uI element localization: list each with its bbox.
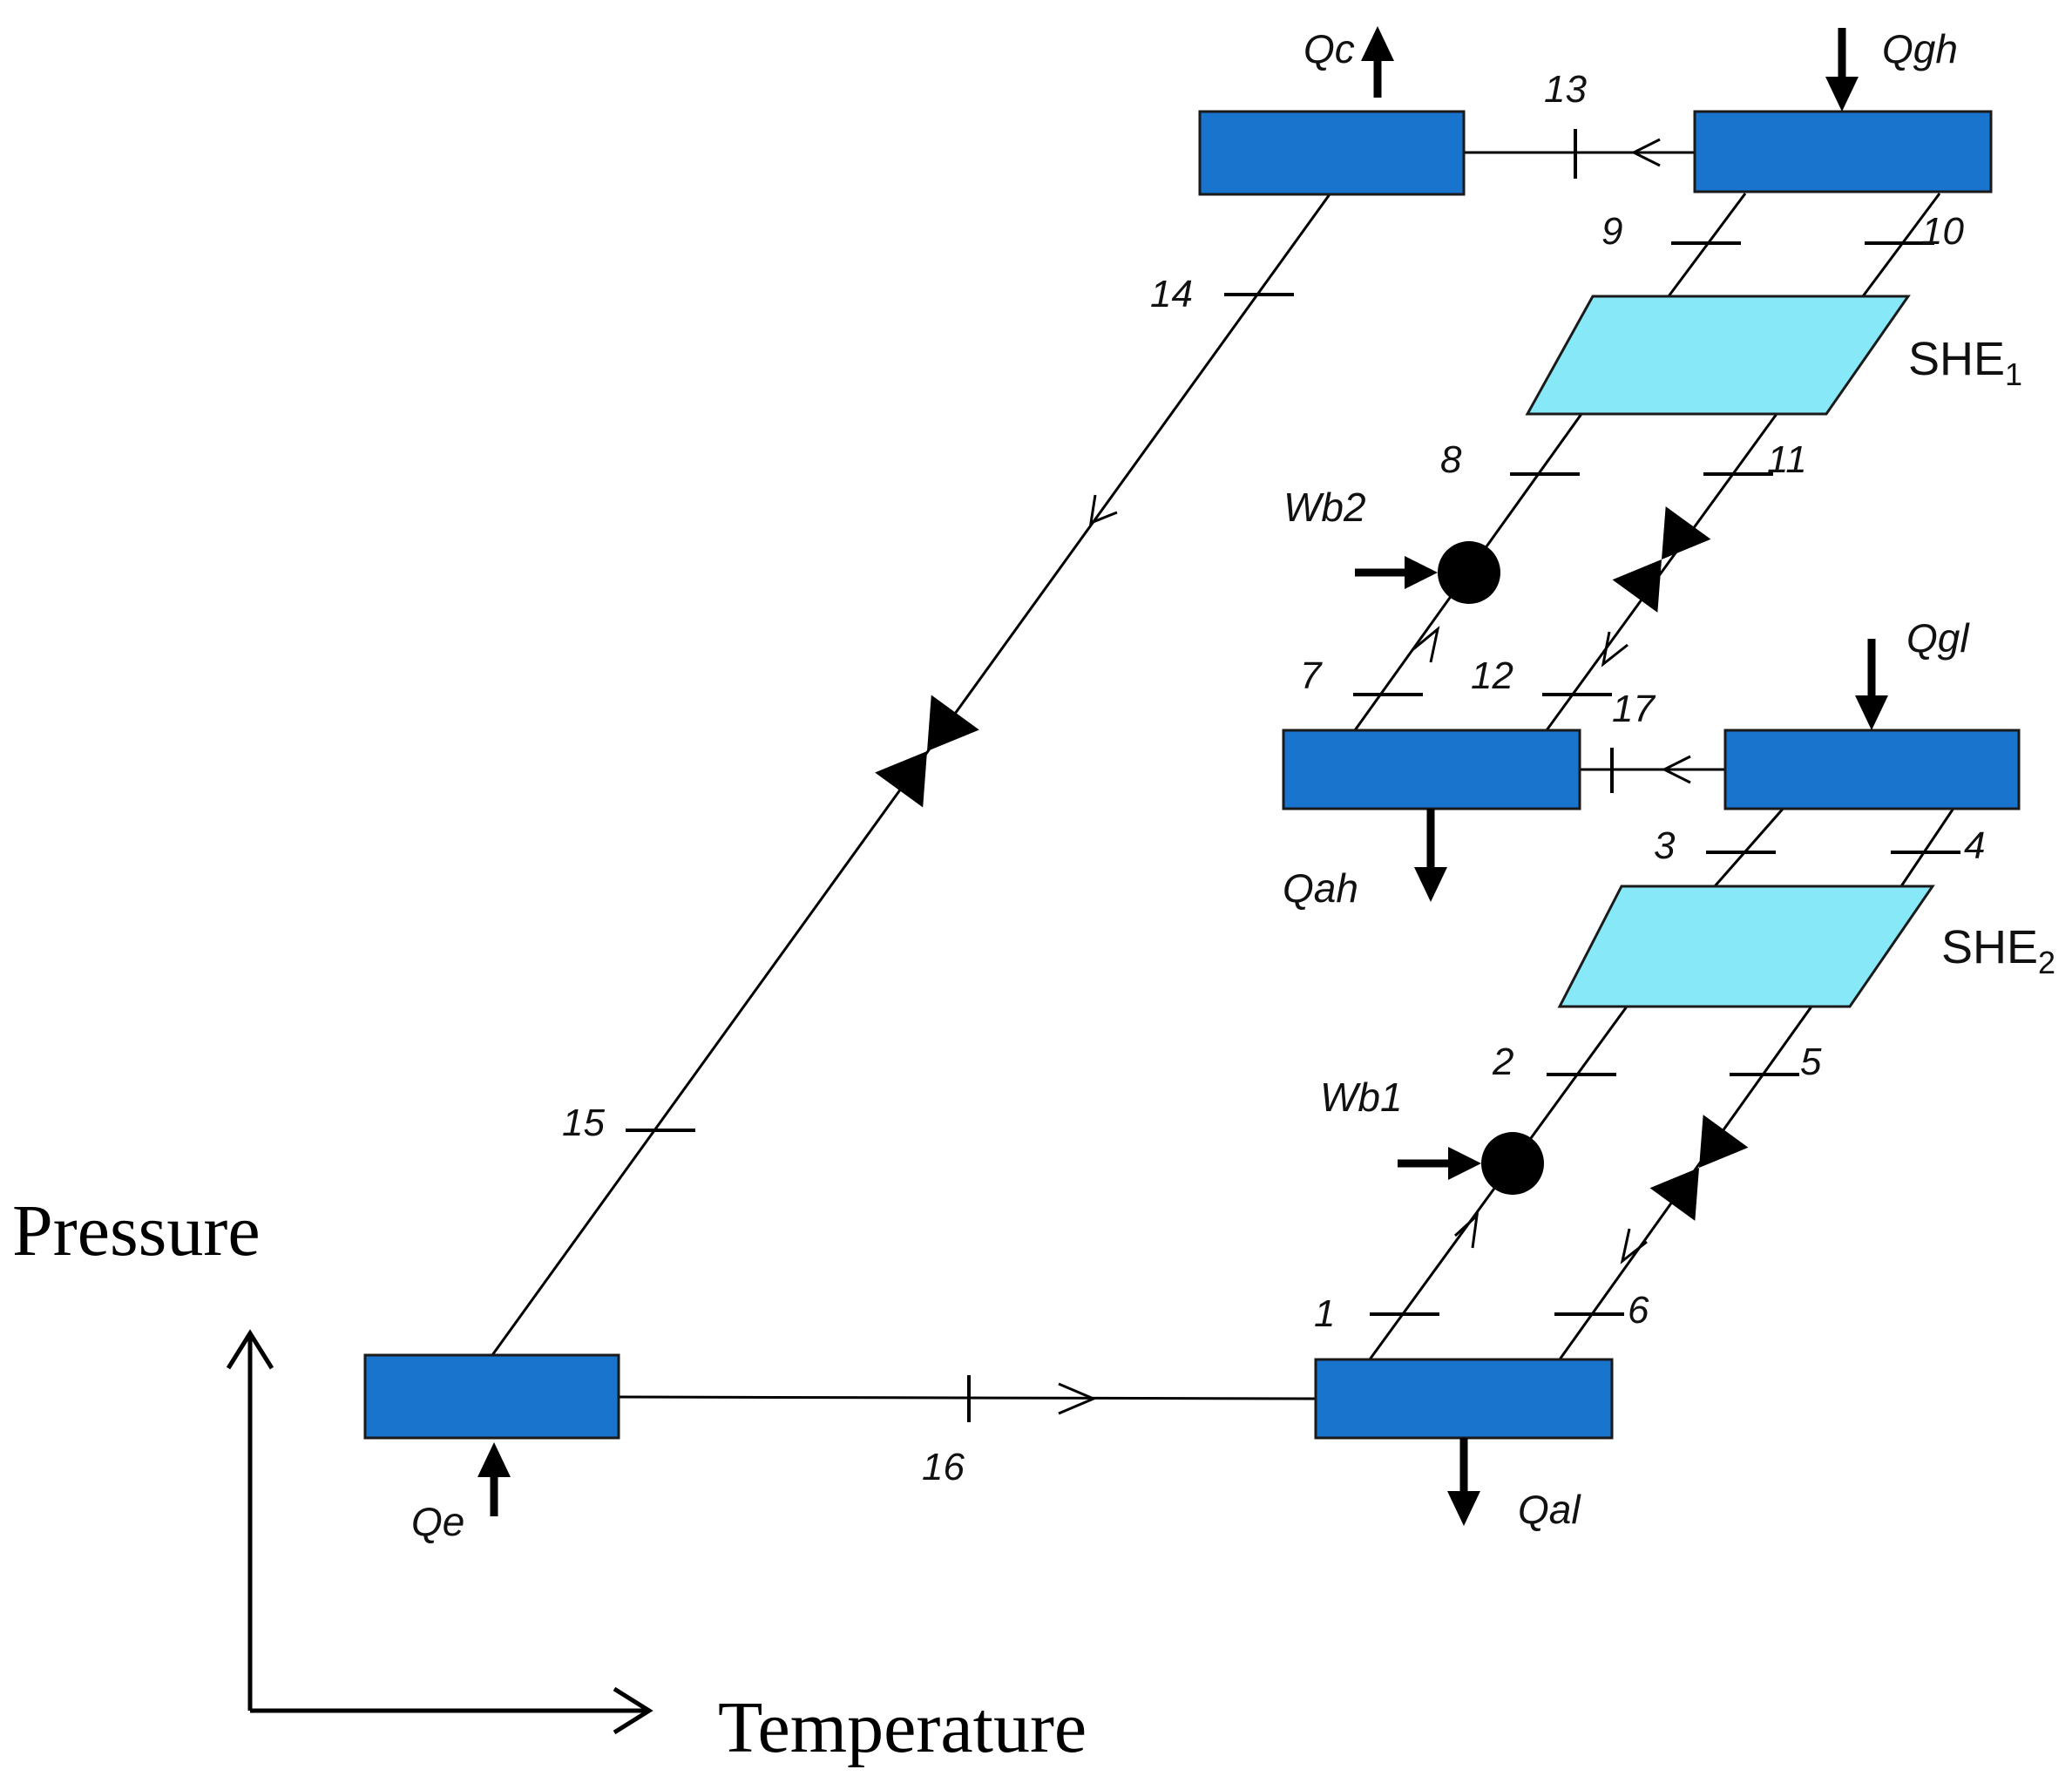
state-label-4: 4 xyxy=(1964,824,1985,867)
label-wb2: Wb2 xyxy=(1283,485,1366,530)
qah-arrow-icon xyxy=(1414,867,1447,902)
state-label-17: 17 xyxy=(1612,688,1656,730)
line-1-arrow-icon xyxy=(1453,1212,1480,1249)
line-13-arrow-icon xyxy=(1630,138,1661,167)
pump-b1-icon xyxy=(1481,1132,1544,1195)
absorber-high-box xyxy=(1282,729,1581,810)
pump-b2-icon xyxy=(1438,541,1500,604)
label-qah: Qah xyxy=(1283,865,1358,911)
state-label-16: 16 xyxy=(922,1446,965,1488)
heat-flow-arrows xyxy=(477,26,1888,1526)
generator-low-box xyxy=(1723,729,2021,810)
absorber-low-box xyxy=(1314,1358,1614,1440)
heat-flow-labels: Qc Qgh Qgl Qah Qe Qal xyxy=(411,26,1970,1544)
expansion-valves xyxy=(875,506,1749,1221)
she1-heat-exchanger xyxy=(1525,295,1911,416)
label-qgh: Qgh xyxy=(1882,26,1958,71)
state-label-5: 5 xyxy=(1800,1041,1822,1083)
line-4 xyxy=(1899,806,1956,887)
state-label-11: 11 xyxy=(1767,438,1807,481)
state-label-15: 15 xyxy=(562,1102,605,1144)
state-label-14: 14 xyxy=(1150,273,1193,315)
state-label-10: 10 xyxy=(1921,210,1964,253)
qc-arrow-icon xyxy=(1361,26,1394,61)
state-label-2: 2 xyxy=(1492,1041,1513,1083)
qe-arrow-icon xyxy=(477,1442,511,1477)
pumps xyxy=(1355,541,1544,1195)
line-11-12 xyxy=(1545,413,1778,731)
line-6-arrow-icon xyxy=(1620,1228,1648,1264)
label-she1: SHE1 xyxy=(1908,333,2022,392)
state-label-7: 7 xyxy=(1300,654,1323,697)
state-label-8: 8 xyxy=(1440,438,1462,481)
label-qe: Qe xyxy=(411,1499,464,1544)
temperature-axis-arrow-icon xyxy=(613,1686,653,1735)
line-16-arrow-icon xyxy=(1058,1382,1097,1415)
state-point-labels: 1 2 3 4 5 6 7 8 9 10 11 12 13 14 15 16 1… xyxy=(562,68,1985,1488)
line-3 xyxy=(1713,806,1786,887)
state-label-6: 6 xyxy=(1628,1289,1649,1332)
line-17-arrow-icon xyxy=(1661,755,1691,784)
work-b2-arrow-icon xyxy=(1405,556,1438,589)
solution-valve-lower-icon xyxy=(1649,1115,1749,1221)
pressure-axis-label: Pressure xyxy=(12,1190,261,1271)
refrigerant-valve-icon xyxy=(875,695,979,808)
state-label-9: 9 xyxy=(1601,210,1622,253)
condenser-box xyxy=(1198,110,1466,196)
label-wb1: Wb1 xyxy=(1320,1075,1403,1120)
line-12-arrow-icon xyxy=(1601,631,1628,668)
qgl-arrow-icon xyxy=(1855,695,1888,730)
state-label-1: 1 xyxy=(1314,1292,1335,1335)
temperature-axis-label: Temperature xyxy=(718,1687,1087,1768)
line-14-arrow-icon xyxy=(1089,494,1118,525)
label-she2: SHE2 xyxy=(1941,921,2055,980)
qgh-arrow-icon xyxy=(1825,77,1859,112)
evaporator-box xyxy=(363,1353,620,1440)
state-label-12: 12 xyxy=(1471,654,1513,697)
generator-high-box xyxy=(1693,110,1993,193)
qal-arrow-icon xyxy=(1447,1491,1480,1526)
label-qc: Qc xyxy=(1303,26,1355,71)
solution-valve-upper-icon xyxy=(1612,506,1711,613)
pressure-axis-arrow-icon xyxy=(226,1329,274,1370)
she2-heat-exchanger xyxy=(1557,885,1935,1008)
state-label-3: 3 xyxy=(1654,824,1676,867)
axes: Pressure Temperature xyxy=(12,1190,1087,1768)
label-qal: Qal xyxy=(1518,1487,1581,1532)
state-label-13: 13 xyxy=(1544,68,1587,111)
work-b1-arrow-icon xyxy=(1448,1147,1481,1180)
state-ticks xyxy=(626,129,1960,1422)
line-7-arrow-icon xyxy=(1412,626,1440,663)
label-qgl: Qgl xyxy=(1906,615,1970,661)
